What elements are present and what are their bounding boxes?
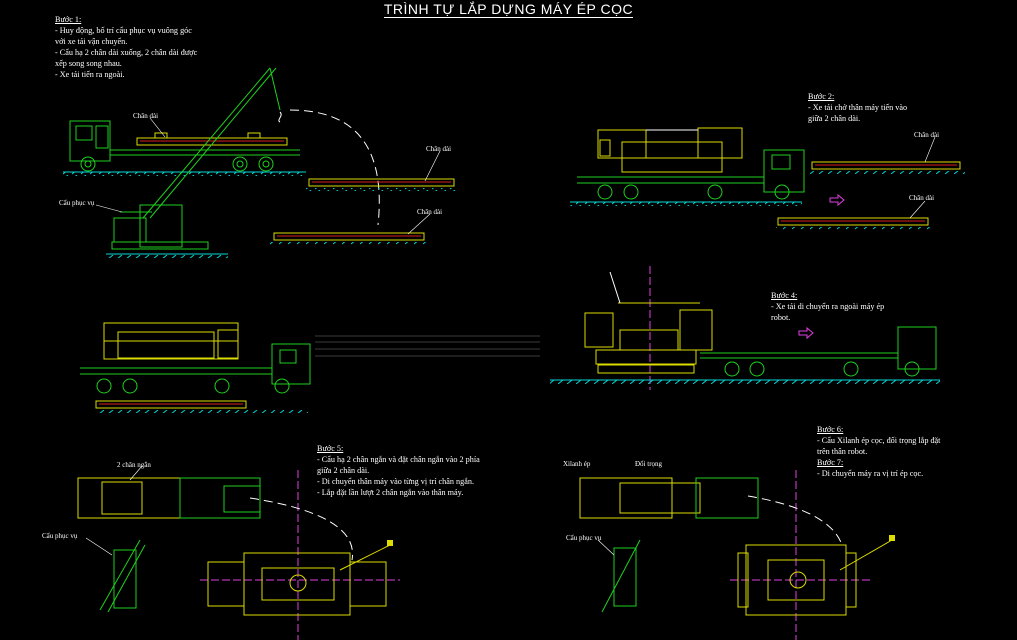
flatbed-truck — [577, 149, 805, 200]
flatbed-truck — [80, 343, 311, 394]
label-doi-trong: Đối trọng — [635, 460, 663, 468]
step-2-drawing — [570, 127, 965, 230]
long-leg — [136, 132, 288, 146]
step-5-note: Bước 5: - Cẩu hạ 2 chân ngắn và đặt chân… — [317, 443, 480, 498]
step-6-7-note: Bước 6: - Cẩu Xilanh ép cọc, đối trọng l… — [817, 424, 940, 479]
machine-body — [103, 322, 239, 360]
step-7-heading: Bước 7: — [817, 458, 844, 467]
ground-hatch — [63, 172, 306, 176]
step-1-line: với xe tải vận chuyển. — [55, 37, 128, 46]
step-1-line: - Xe tải tiến ra ngoài. — [55, 70, 125, 79]
ground-hatch — [106, 254, 228, 258]
label-2-chan-ngan: 2 chân ngắn — [117, 461, 151, 469]
step-4-drawing — [550, 266, 940, 390]
step-1-heading: Bước 1: — [55, 15, 82, 24]
step-1-line: - Huy động, bố trí cẩu phục vụ vuông góc — [55, 26, 192, 35]
step-1-note: Bước 1: - Huy động, bố trí cẩu phục vụ v… — [55, 14, 197, 80]
drawing-title: TRÌNH TỰ LẮP DỰNG MÁY ÉP CỌC — [0, 1, 1017, 18]
step-2-note: Bước 2: - Xe tải chở thân máy tiến vào g… — [808, 91, 907, 124]
long-leg — [95, 400, 247, 409]
step-4-heading: Bước 4: — [771, 291, 798, 300]
long-leg — [777, 161, 961, 226]
long-leg — [273, 178, 455, 241]
label-cau-phuc-vu: Cẩu phục vụ — [59, 199, 95, 207]
step-6-line: - Cẩu Xilanh ép cọc, đối trọng lắp đặt — [817, 436, 941, 445]
label-chan-dai: Chân dài — [426, 145, 452, 153]
step-5-heading: Bước 5: — [317, 444, 344, 453]
step-5-line: - Lắp đặt lần lượt 2 chân ngắn vào thân … — [317, 488, 464, 497]
label-xilanh-ep: Xilanh ép — [563, 460, 591, 468]
label-chan-dai: Chân dài — [914, 131, 940, 139]
step-4-note: Bước 4: - Xe tải di chuyển ra ngoài máy … — [771, 290, 884, 323]
step-4-line: robot. — [771, 313, 791, 322]
step-7-line: - Di chuyển máy ra vị trí ép cọc. — [817, 469, 924, 478]
step-6-heading: Bước 6: — [817, 425, 844, 434]
step-6-7-drawing — [579, 470, 895, 640]
step-5-line: giữa 2 chân dài. — [317, 466, 370, 475]
flatbed-truck — [700, 326, 937, 377]
flatbed-truck — [99, 477, 261, 613]
label-chan-dai: Chân dài — [909, 194, 935, 202]
machine-body — [579, 477, 857, 616]
label-cau-phuc-vu: Cẩu phục vụ — [42, 532, 78, 540]
flatbed-truck — [69, 120, 300, 172]
step-4-line: - Xe tải di chuyển ra ngoài máy ép — [771, 302, 885, 311]
step-5-line: - Di chuyển thân máy vào từng vị trí châ… — [317, 477, 475, 486]
step-2-line: giữa 2 chân dài. — [808, 114, 861, 123]
step-2-heading: Bước 2: — [808, 92, 835, 101]
step-5-line: - Cẩu hạ 2 chân ngắn và đặt chân ngắn và… — [317, 455, 480, 464]
label-cau-phuc-vu: Cẩu phục vụ — [566, 534, 602, 542]
step-1-line: xếp song song nhau. — [55, 59, 122, 68]
service-crane — [111, 67, 281, 250]
machine-body — [77, 477, 387, 616]
drawing-title-text: TRÌNH TỰ LẮP DỰNG MÁY ÉP CỌC — [383, 1, 634, 18]
label-chan-dai: Chân dài — [417, 208, 443, 216]
step-6-line: trên thân robot. — [817, 447, 868, 456]
flatbed-truck — [601, 477, 759, 613]
machine-body — [584, 302, 713, 374]
step-2-line: - Xe tải chở thân máy tiến vào — [808, 103, 908, 112]
arrow-icon — [829, 193, 845, 207]
step-3-drawing — [80, 322, 540, 413]
machine-body — [597, 127, 743, 173]
step-1-line: - Cẩu hạ 2 chân dài xuống, 2 chân dài đư… — [55, 48, 198, 57]
label-chan-dai: Chân dài — [133, 112, 159, 120]
step-5-drawing — [77, 465, 400, 640]
arrow-icon — [798, 326, 814, 340]
step-1-drawing — [63, 67, 456, 258]
